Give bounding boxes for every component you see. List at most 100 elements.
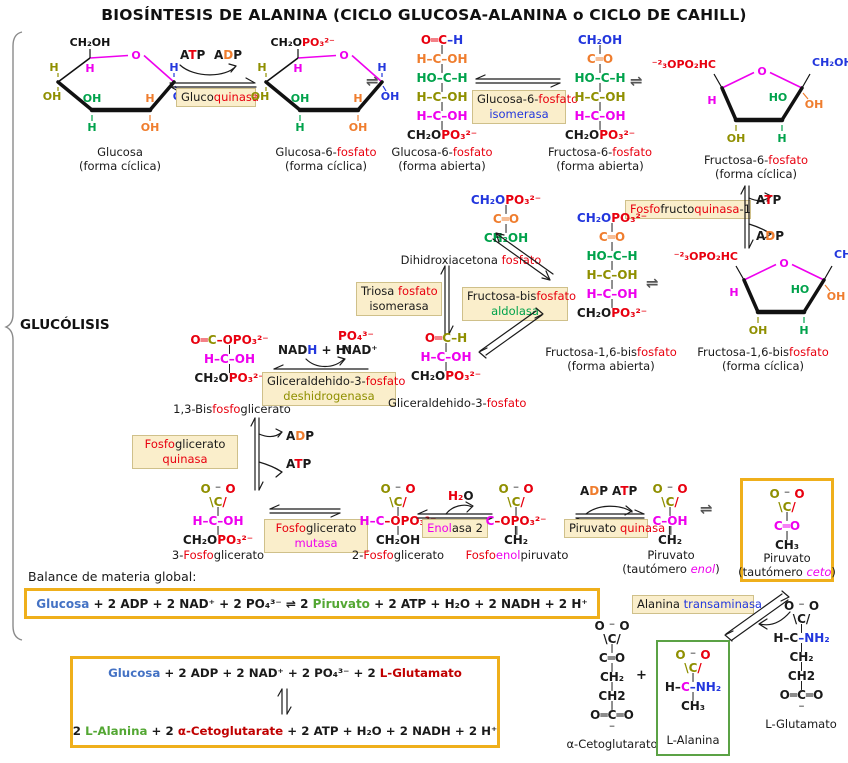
ring-h-label: H	[293, 62, 302, 75]
equilibrium-harpoon: ⇌	[646, 274, 659, 292]
arrow-g6p-isomerasa	[475, 74, 561, 88]
structure-dhap: CH₂OPO₃²⁻|C═O|CH₂OH	[470, 193, 542, 245]
label-3pg: 3-Fosfoglicerato	[171, 548, 265, 562]
ring-h-label: H	[295, 121, 304, 134]
cofactor-atp: ATP	[180, 48, 206, 62]
label-f6p-open: Fructosa-6-fosfato(forma abierta)	[547, 145, 653, 173]
enzyme-box-enolasa: Enolasa 2	[422, 519, 488, 538]
ring-oxygen-label: O	[757, 65, 766, 78]
ring-f16bp-phosphate-left-label: ⁻²₃OPO₂HC	[674, 250, 738, 263]
structure-13bpg: O═C–OPO₃²⁻|H–C–OH|CH₂OPO₃²⁻	[190, 333, 269, 385]
structure-piruvato-enol: O ⁻ O\C/|C–OH‖CH₂	[652, 482, 688, 547]
label-f16bp-open: Fructosa-1,6-bisfosfato(forma abierta)	[545, 345, 677, 373]
structure-g6p-cyclic: CH₂O PO₃²⁻ O H OH H H OH H OH OH H	[251, 36, 400, 134]
ring-g6p-c6-label: CH₂O	[271, 36, 302, 49]
ring-glucosa-c6-label: CH₂OH	[70, 36, 111, 49]
cycle-equation-top: Glucosa + 2 ADP + 2 NAD⁺ + 2 PO₄³⁻ + 2 L…	[108, 666, 462, 680]
arrow-pgk	[250, 417, 283, 491]
cofactor-adp: ADP	[580, 484, 609, 498]
label-g6p-open: Glucosa-6-fosfato(forma abierta)	[391, 145, 493, 173]
arrow-mutasa	[269, 504, 341, 518]
l-alanina-box: O ⁻ O\C/|H–C–NH₂|CH₃ L-Alanina	[656, 640, 730, 756]
label-f16bp-cyclic: Fructosa-1,6-bisfosfato(forma cíclica)	[697, 345, 829, 373]
structure-f6p-cyclic: ⁻²₃OPO₂HC O CH₂OH H OH HO H OH	[652, 56, 848, 145]
glycolysis-label: GLUCÓLISIS	[20, 317, 110, 333]
ring-oh-label: OH	[141, 121, 160, 134]
label-dhap: Dihidroxiacetona fosfato	[400, 253, 542, 267]
equilibrium-harpoon: ⇌	[700, 500, 713, 518]
arrow-g3p-f16bp	[478, 307, 544, 359]
arrow-ffk1	[740, 185, 772, 249]
ring-oh-label: OH	[749, 324, 768, 337]
ring-f16bp-c1-label: CH₂O	[834, 248, 848, 261]
ring-oh-label: OH	[83, 92, 102, 105]
structure-piruvato-ceto: O ⁻ O\C/|C═O|CH₃	[769, 487, 805, 552]
cofactor-nadh: NADH + H⁺	[278, 343, 353, 357]
balance-heading: Balance de materia global:	[28, 569, 197, 584]
equilibrium-harpoon: ⇌	[366, 72, 379, 90]
enzyme-box-glucoquinasa: Glucoquinasa	[176, 88, 259, 107]
cycle-equation-box: Glucosa + 2 ADP + 2 NAD⁺ + 2 PO₄³⁻ + 2 L…	[70, 656, 500, 748]
label-g3p: Gliceraldehido-3-fosfato	[388, 396, 527, 410]
cycle-equation-bottom: 2 L-Alanina + 2 α-Cetoglutarate + 2 ATP …	[72, 724, 498, 738]
cofactor-adp: ADP	[756, 229, 785, 243]
label-l-alanina: L-Alanina	[666, 732, 720, 747]
ring-h-label: H	[353, 92, 362, 105]
label-piruvato-ceto: Piruvato(tautómero ceto)	[738, 551, 836, 579]
label-glucosa: Glucosa(forma cíclica)	[78, 145, 162, 173]
ring-oh-label: OH	[291, 92, 310, 105]
cofactor-h2o: H₂O	[448, 489, 474, 503]
label-2pg: 2-Fosfoglicerato	[351, 548, 445, 562]
ring-f6p-phosphate-label: ⁻²₃OPO₂HC	[652, 58, 716, 71]
ring-h-label: H	[729, 286, 738, 299]
structure-f16bp-cyclic: ⁻²₃OPO₂HC O CH₂O PO₃²⁻ H OH HO H OH	[674, 248, 848, 337]
ring-h-label: H	[799, 324, 808, 337]
ring-h-label: H	[49, 61, 58, 74]
structure-g6p-open: O═C–H|H–C–OH|HO–C–H|H–C–OH|H–C–OH|CH₂OPO…	[406, 33, 478, 142]
arrow-cycle-equilibrium	[277, 688, 292, 715]
cofactor-atp: ATP	[612, 484, 638, 498]
cofactor-atp: ATP	[286, 457, 312, 471]
label-f6p-cyclic: Fructosa-6-fosfato(forma cíclica)	[703, 153, 809, 181]
ring-g6p-phosphate-label: PO₃²⁻	[302, 36, 335, 49]
ring-oh-label: OH	[827, 290, 846, 303]
structure-g3p: O═C–H|H–C–OH|CH₂OPO₃²⁻	[410, 331, 482, 383]
ring-oh-label: OH	[381, 90, 400, 103]
ring-h-label: H	[87, 121, 96, 134]
enzyme-box-alanina-transaminasa: Alanina transaminasa	[632, 595, 762, 614]
cofactor-adp: ADP	[286, 429, 315, 443]
enzyme-box-piruvato-quinasa: Piruvato quinasa	[564, 519, 665, 538]
ring-oh-label: OH	[727, 132, 746, 145]
ring-ho-label: HO	[769, 91, 788, 104]
structure-glucosa-cyclic: CH₂OH O H OH H H OH H OH OH H	[43, 36, 192, 134]
ring-h-label: H	[85, 62, 94, 75]
ring-f6p-c1-label: CH₂OH	[812, 56, 848, 69]
glycolysis-brace	[4, 31, 23, 641]
ring-h-label: H	[377, 61, 386, 74]
ring-oh-label: OH	[43, 90, 62, 103]
piruvato-ceto-box: O ⁻ O\C/|C═O|CH₃ Piruvato(tautómero ceto…	[738, 478, 836, 582]
ring-oxygen-label: O	[339, 49, 348, 62]
structure-pep: O ⁻ O\C/|C–OPO₃²⁻‖CH₂	[485, 482, 547, 547]
page-title: BIOSÍNTESIS DE ALANINA (CICLO GLUCOSA-AL…	[101, 6, 747, 24]
arrow-glucoquinasa	[169, 63, 257, 93]
label-pep: Fosfoenolpiruvato	[465, 548, 569, 562]
cofactor-po4: PO₄³⁻	[338, 329, 374, 343]
cofactor-atp: ATP	[756, 193, 782, 207]
ring-oxygen-label: O	[779, 257, 788, 270]
ring-ho-label: HO	[791, 283, 810, 296]
equilibrium-harpoon: ⇌	[630, 72, 643, 90]
balance-equation-box: Glucosa + 2 ADP + 2 NAD⁺ + 2 PO₄³⁻ ⇌ 2 P…	[24, 588, 600, 619]
ring-h-label: H	[707, 94, 716, 107]
ring-h-label: H	[145, 92, 154, 105]
structure-alfa-cetoglutarato: O ⁻ O\C/|C═O|CH₂|CH2|O═C═O⁻	[590, 619, 634, 735]
plus-sign: +	[636, 668, 647, 683]
ring-oh-label: OH	[251, 90, 270, 103]
cofactor-adp: ADP	[214, 48, 243, 62]
